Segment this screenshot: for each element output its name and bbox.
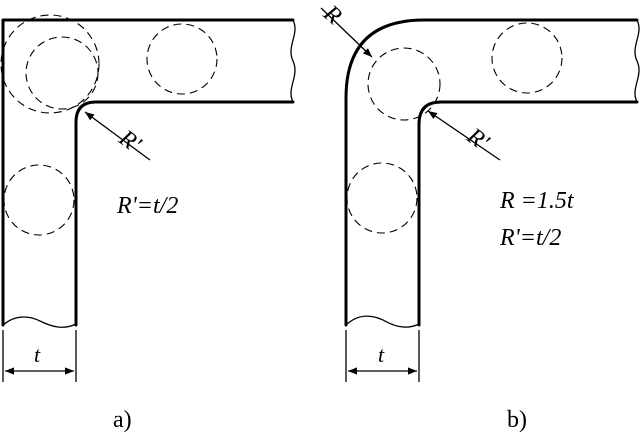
panel-a-inner-edge xyxy=(74,100,295,327)
panel-a-caption: a) xyxy=(113,407,132,433)
panel-b-circle-vertical xyxy=(346,162,418,234)
panel-b-circle-horizontal xyxy=(491,22,563,94)
panel-b: R R' R =1.5t R'=t/2 t b) xyxy=(318,0,640,433)
panel-b-formula-1: R =1.5t xyxy=(499,188,575,214)
panel-b-caption: b) xyxy=(507,407,527,433)
panel-a-radius-leader xyxy=(84,111,151,161)
panel-b-inner-edge xyxy=(417,100,639,327)
panel-a-circle-horizontal xyxy=(146,23,218,95)
panel-a-outer-edge xyxy=(1,18,295,327)
panel-b-dim-label: t xyxy=(378,342,385,367)
panel-a: R' R'=t/2 t a) xyxy=(0,14,296,433)
panel-a-circle-vertical xyxy=(3,164,75,236)
panel-a-formula: R'=t/2 xyxy=(116,193,178,219)
panel-a-right-break xyxy=(290,19,296,103)
panel-b-formula-2: R'=t/2 xyxy=(499,225,561,251)
panel-b-inner-radius-leader xyxy=(427,110,501,161)
panel-b-right-break xyxy=(634,19,640,103)
panel-b-inner-radius-label: R' xyxy=(461,123,494,157)
panel-a-dim-label: t xyxy=(34,342,41,367)
panel-b-outer-radius-label: R xyxy=(318,0,347,30)
panel-a-circle-corner-small xyxy=(25,36,99,110)
panel-a-circle-corner-large xyxy=(0,14,100,114)
panel-b-circle-corner xyxy=(367,47,441,121)
panel-b-bottom-break xyxy=(345,315,420,328)
panel-a-bottom-break xyxy=(2,316,77,328)
panel-b-outer-edge xyxy=(344,18,639,327)
panel-b-outer-radius-leader xyxy=(320,7,373,58)
